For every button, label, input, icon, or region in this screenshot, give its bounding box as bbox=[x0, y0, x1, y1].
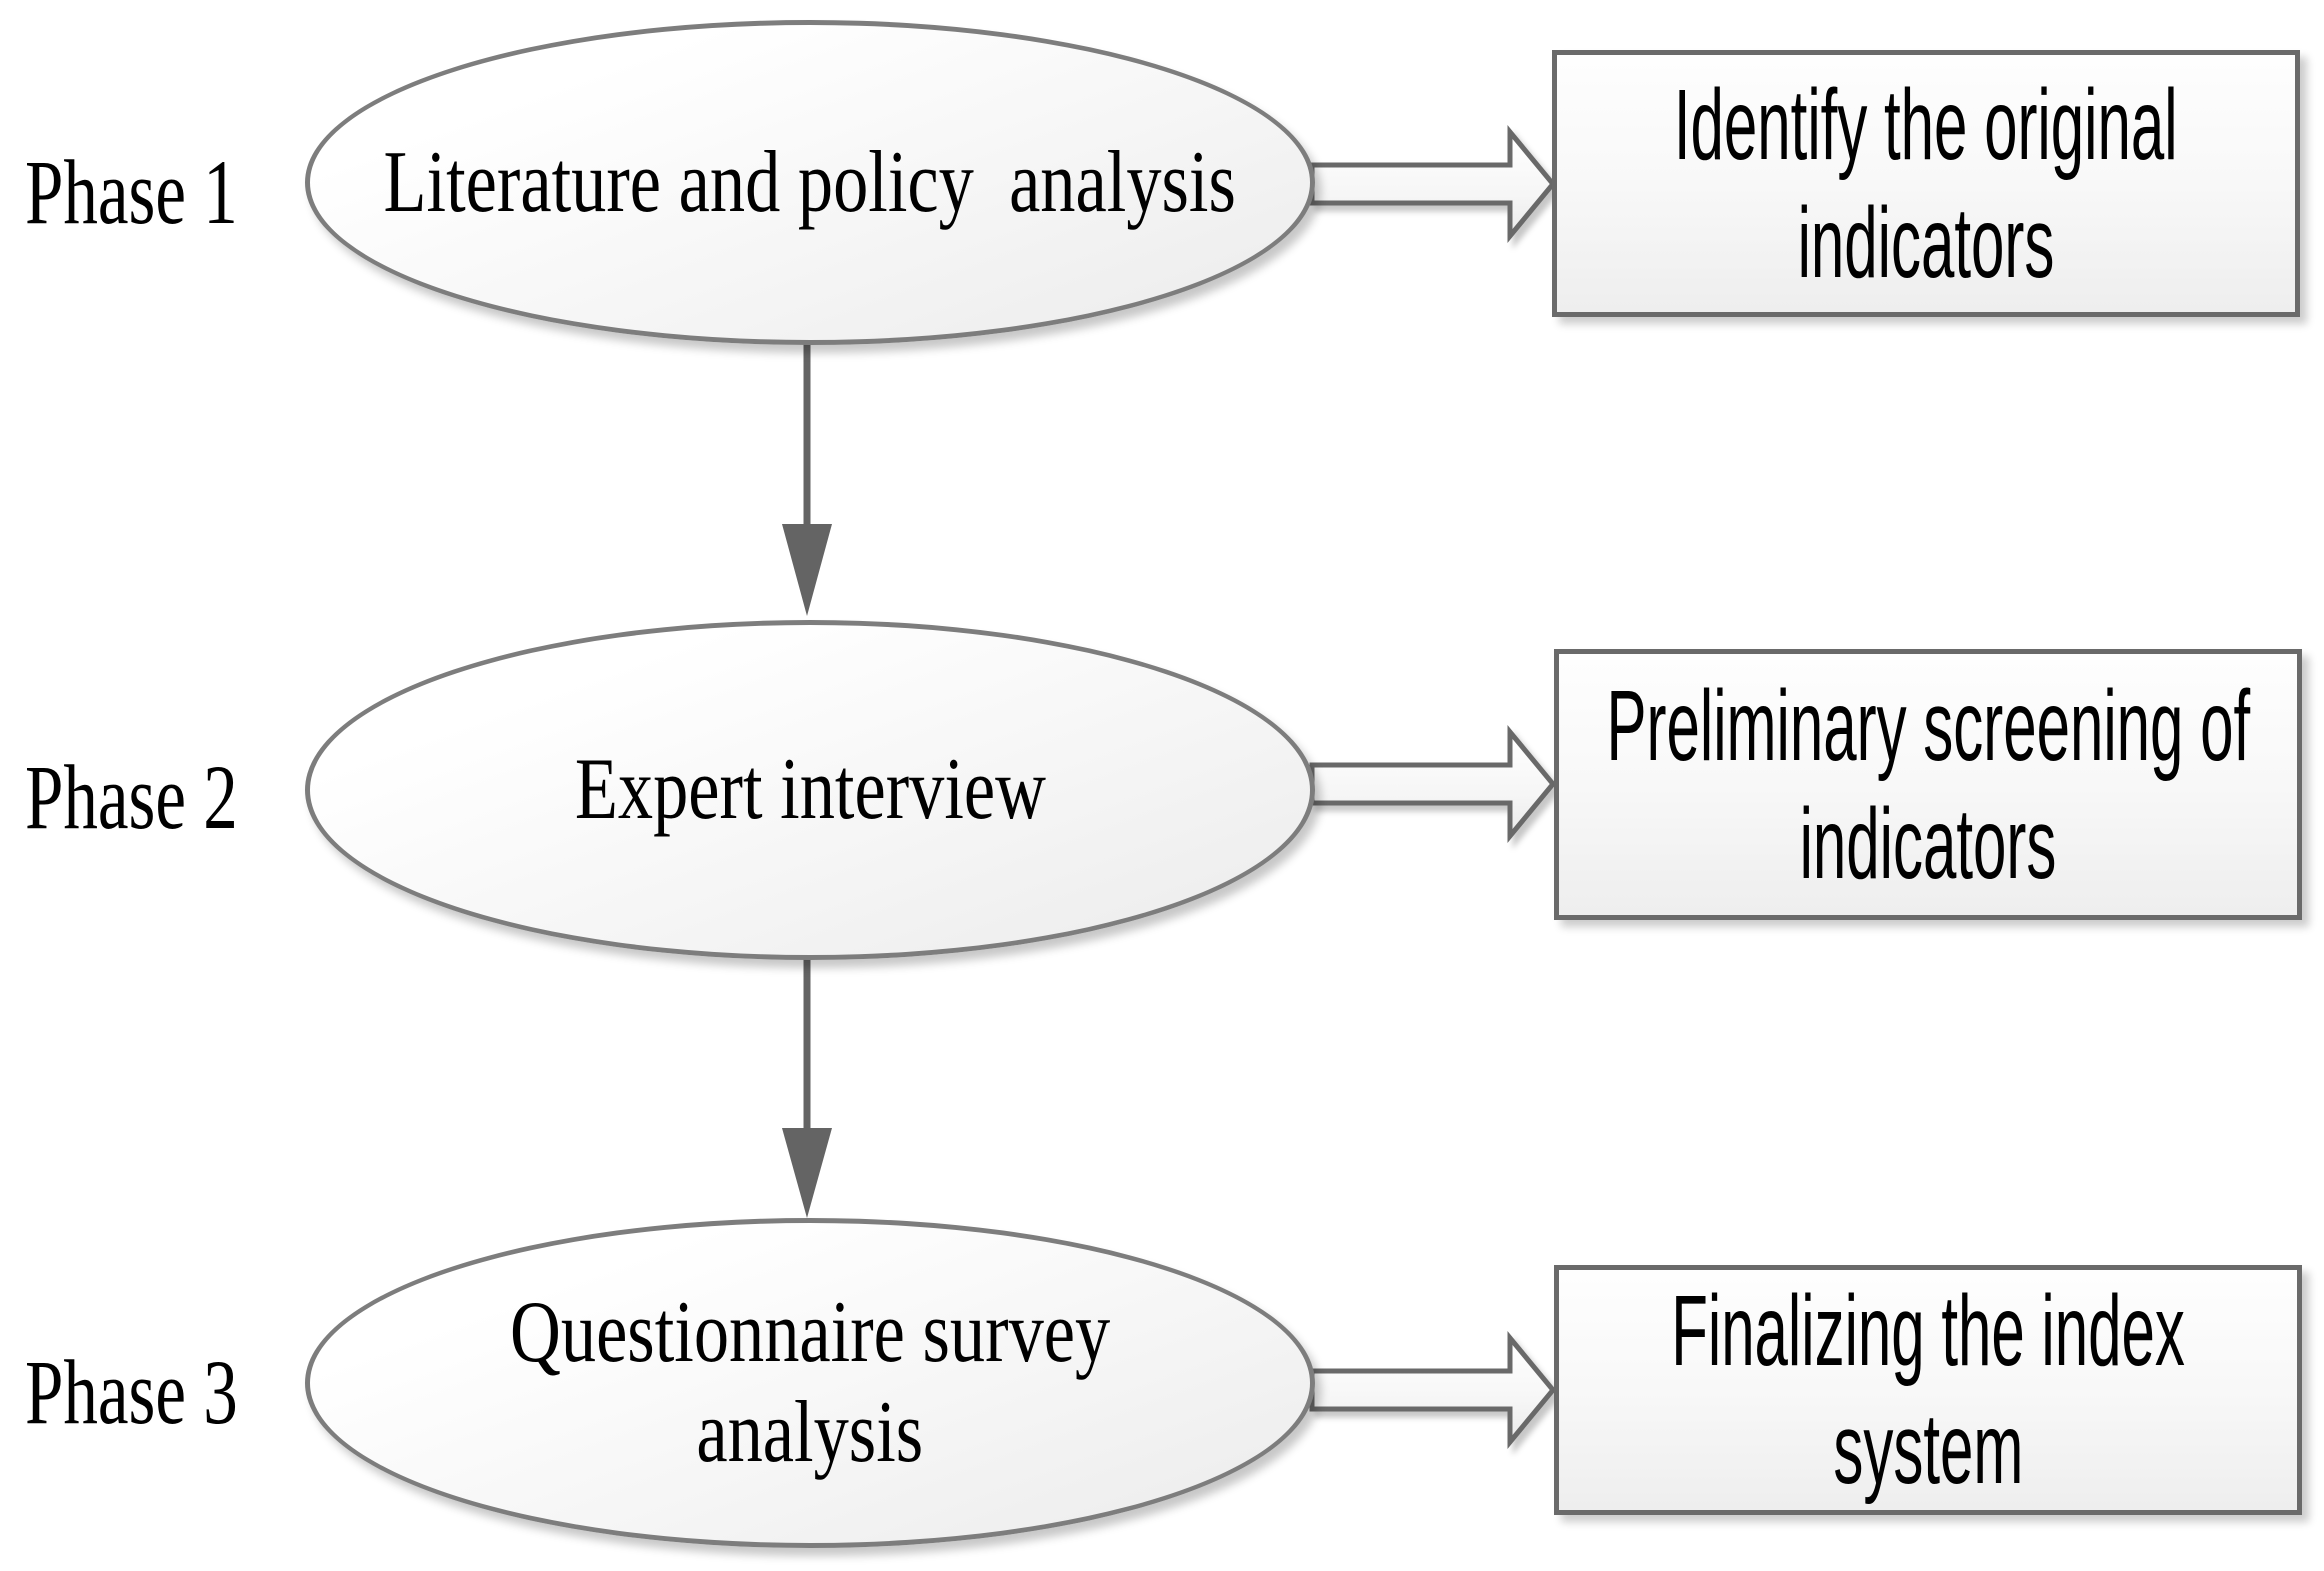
phase-3-result-box: Finalizing the index system bbox=[1554, 1265, 2302, 1515]
phase-1-box-text-line1: Identify the original bbox=[1674, 68, 2178, 181]
phase-1-box-text-line2: indicators bbox=[1797, 186, 2055, 299]
phase-2-ellipse-text: Expert interview bbox=[574, 741, 1046, 838]
phase-3-label: Phase 3 bbox=[25, 1332, 345, 1452]
phase-3-ellipse-text-line2: analysis bbox=[696, 1384, 924, 1481]
phase-3-box-text-line1: Finalizing the index bbox=[1671, 1275, 2185, 1387]
phase-2-label: Phase 2 bbox=[25, 737, 345, 857]
phase-1-ellipse-text: Literature and policy analysis bbox=[383, 133, 1237, 231]
phase-2-box-text-line2: indicators bbox=[1799, 787, 2057, 900]
arrow-right-phase3-icon bbox=[1309, 1331, 1557, 1449]
phase-3-ellipse-text-line1: Questionnaire survey bbox=[509, 1284, 1111, 1381]
phase-3-ellipse: Questionnaire survey analysis bbox=[305, 1218, 1315, 1548]
phase-2-ellipse: Expert interview bbox=[305, 620, 1315, 960]
phase-2-result-box: Preliminary screening of indicators bbox=[1554, 649, 2302, 920]
phase-2-label-text: Phase 2 bbox=[25, 746, 238, 848]
arrow-down-2-icon bbox=[782, 956, 832, 1218]
phase-2-box-text-line1: Preliminary screening of bbox=[1606, 669, 2250, 782]
arrow-right-phase1-icon bbox=[1309, 125, 1557, 243]
phase-1-label: Phase 1 bbox=[25, 132, 345, 252]
phase-1-ellipse: Literature and policy analysis bbox=[305, 20, 1315, 345]
phase-3-box-text-line2: system bbox=[1832, 1393, 2024, 1505]
phase-3-label-text: Phase 3 bbox=[25, 1341, 238, 1443]
arrow-down-1-icon bbox=[782, 342, 832, 616]
phase-1-label-text: Phase 1 bbox=[25, 141, 238, 243]
arrow-right-phase2-icon bbox=[1309, 725, 1557, 843]
phase-1-result-box: Identify the original indicators bbox=[1552, 50, 2300, 317]
